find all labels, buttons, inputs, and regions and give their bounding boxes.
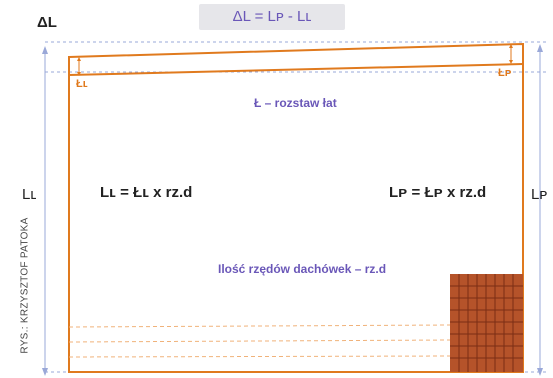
credit-text: RYS.: KRZYSZTOF PATOKA xyxy=(19,217,31,354)
right-arrow-top xyxy=(537,44,543,52)
left-arrow-top xyxy=(42,46,48,54)
right-formula: Lᴘ = Łᴘ x rz.d xyxy=(389,184,487,201)
batten-row-2 xyxy=(68,339,451,343)
right-arrow-bottom xyxy=(537,368,543,376)
small-left-label: Łʟ xyxy=(76,78,88,90)
batten-spacing-label: Ł – rozstaw łat xyxy=(254,96,337,110)
delta-label: ΔL xyxy=(37,14,57,31)
right-spacing-arrow-top xyxy=(509,44,513,48)
left-spacing-arrow-top xyxy=(77,57,81,61)
left-arrow-bottom xyxy=(42,368,48,376)
roof-tiles xyxy=(450,274,523,372)
batten-row-3 xyxy=(68,355,451,358)
batten-row-1 xyxy=(68,324,451,328)
right-spacing-arrow-bottom xyxy=(509,60,513,64)
rows-label: Ilość rzędów dachówek – rz.d xyxy=(218,262,387,276)
left-height-label: Lʟ xyxy=(22,186,37,203)
small-right-label: Łᴘ xyxy=(498,67,512,79)
right-height-label: Lᴘ xyxy=(531,186,548,203)
delta-formula: ΔL = Lᴘ - Lʟ xyxy=(199,4,345,30)
left-formula: Lʟ = Łʟ x rz.d xyxy=(100,184,193,201)
left-spacing-arrow-bottom xyxy=(77,72,81,76)
first-batten-line xyxy=(68,63,524,76)
